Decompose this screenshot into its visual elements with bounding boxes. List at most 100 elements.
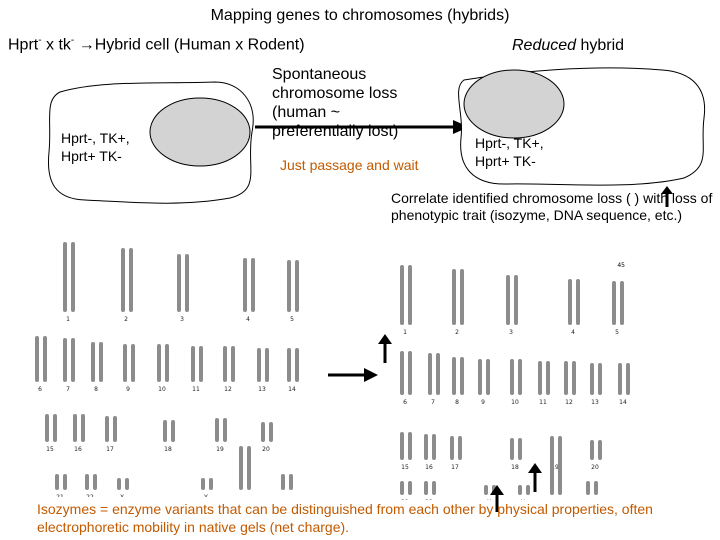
- chromosome-label-8: 8: [455, 399, 459, 406]
- chromosome-8: [460, 357, 464, 395]
- chromosome-23: [117, 478, 121, 490]
- chromosome-5: [612, 281, 616, 325]
- chromosome-12: [231, 346, 235, 382]
- chromosome-26: [289, 474, 293, 490]
- chromosome-25: [550, 455, 554, 495]
- chromosome-17: [113, 416, 117, 442]
- chromosome-label-2: 2: [124, 316, 128, 323]
- chromosome-21: [55, 474, 59, 490]
- chromosome-label-19: 19: [551, 464, 559, 471]
- chromosome-19: [550, 436, 554, 460]
- chromosome-11: [538, 361, 542, 395]
- chromosome-7: [428, 353, 432, 395]
- chromosome-7: [71, 338, 75, 382]
- chromosome-22: [85, 474, 89, 490]
- chromosome-2: [460, 269, 464, 325]
- chromosome-1: [63, 242, 67, 312]
- reduced-emphasis: Reduced: [512, 37, 577, 54]
- chromosome-2: [129, 248, 133, 312]
- chromosome-label-18: 18: [164, 446, 172, 453]
- chromosome-6: [43, 336, 47, 382]
- chromosome-16: [73, 414, 77, 442]
- correlate-text: Correlate identified chromosome loss ( )…: [391, 190, 713, 223]
- right-arrow-icon: [328, 368, 378, 382]
- chromosome-label-20: 20: [262, 446, 270, 453]
- chromosome-label-21: 21: [401, 499, 409, 500]
- chromosome-4: [576, 279, 580, 325]
- chromosome-label-22: 22: [425, 499, 433, 500]
- chromosome-6: [35, 336, 39, 382]
- chromosome-14: [618, 363, 622, 395]
- tk-text: x tk: [41, 36, 71, 54]
- chromosome-11: [546, 361, 550, 395]
- chromosome-18: [171, 420, 175, 442]
- cross-header: Hprt- x tk- →Hybrid cell (Human x Rodent…: [8, 35, 305, 55]
- chromosome-label-8: 8: [94, 386, 98, 393]
- chromosome-26: [586, 481, 590, 495]
- chromosome-18: [510, 438, 514, 460]
- cell-genotype-right: Hprt-, TK+, Hprt+ TK-: [475, 134, 544, 170]
- chromosome-label-12: 12: [565, 399, 573, 406]
- chromosome-5: [620, 281, 624, 325]
- chromosome-7: [436, 353, 440, 395]
- karyotype-full: 12345678910111213141516171819202122XY: [35, 242, 299, 497]
- chromosome-15: [400, 432, 404, 460]
- chromosome-1: [71, 242, 75, 312]
- up-arrow-icon: [378, 334, 392, 363]
- chromosome-2: [121, 248, 125, 312]
- hybrid-text: hybrid: [576, 37, 625, 54]
- chromosome-label-7: 7: [66, 386, 70, 393]
- chromosome-7: [63, 338, 67, 382]
- chromosome-19: [215, 418, 219, 442]
- chromosome-22: [432, 481, 436, 495]
- chromosome-15: [45, 414, 49, 442]
- chromosome-10: [518, 359, 522, 395]
- chromosome-17: [458, 436, 462, 460]
- chromosome-label-9: 9: [481, 399, 485, 406]
- chromosome-26: [281, 474, 285, 490]
- chromosome-label-16: 16: [74, 446, 82, 453]
- chromosome-10: [157, 344, 161, 382]
- chromosome-15: [408, 432, 412, 460]
- chromosome-13: [590, 363, 594, 395]
- chromosome-label-11: 11: [192, 386, 200, 393]
- chromosome-12: [223, 346, 227, 382]
- chromosome-15: [53, 414, 57, 442]
- right-arrow-icon: [255, 120, 469, 134]
- up-arrow-icon: [490, 485, 504, 512]
- chromosome-label-14: 14: [619, 399, 627, 406]
- hybrid-cell-text: Hybrid cell (Human x Rodent): [94, 36, 305, 54]
- chromosome-label-24: Y: [203, 494, 208, 497]
- chromosome-label-3: 3: [180, 316, 184, 323]
- process-note: Just passage and wait: [280, 157, 419, 173]
- chromosome-label-24: Y: [520, 499, 525, 500]
- reduced-hybrid-cell: [458, 67, 706, 186]
- chromosome-13: [598, 363, 602, 395]
- hprt-text: Hprt: [8, 36, 39, 54]
- chromosome-13: [257, 348, 261, 382]
- chromosome-label-19: 19: [216, 446, 224, 453]
- chromosome-20: [269, 422, 273, 442]
- chromosome-10: [510, 359, 514, 395]
- chromosome-25: [558, 455, 562, 495]
- chromosome-18: [518, 438, 522, 460]
- chromosome-4: [251, 258, 255, 312]
- chromosome-4: [243, 258, 247, 312]
- hybrid-cell: [47, 81, 254, 204]
- genotype-line-2: Hprt+ TK-: [61, 148, 122, 164]
- chromosome-label-9: 9: [126, 386, 130, 393]
- genotype-line-1: Hprt-, TK+,: [475, 135, 544, 151]
- chromosome-label-18: 18: [511, 464, 519, 471]
- chromosome-8: [91, 342, 95, 382]
- isozymes-definition: Isozymes = enzyme variants that can be d…: [37, 501, 653, 535]
- chromosome-label-10: 10: [511, 399, 519, 406]
- chromosome-19: [558, 436, 562, 460]
- chromosome-label-10: 10: [158, 386, 166, 393]
- chromosome-8: [99, 342, 103, 382]
- cell-genotype-left: Hprt-, TK+, Hprt+ TK-: [61, 129, 130, 165]
- chromosome-12: [572, 361, 576, 395]
- chromosome-21: [63, 474, 67, 490]
- chromosome-6: [400, 351, 404, 395]
- chromosome-24: [526, 485, 530, 495]
- chromosome-label-4: 4: [571, 329, 575, 336]
